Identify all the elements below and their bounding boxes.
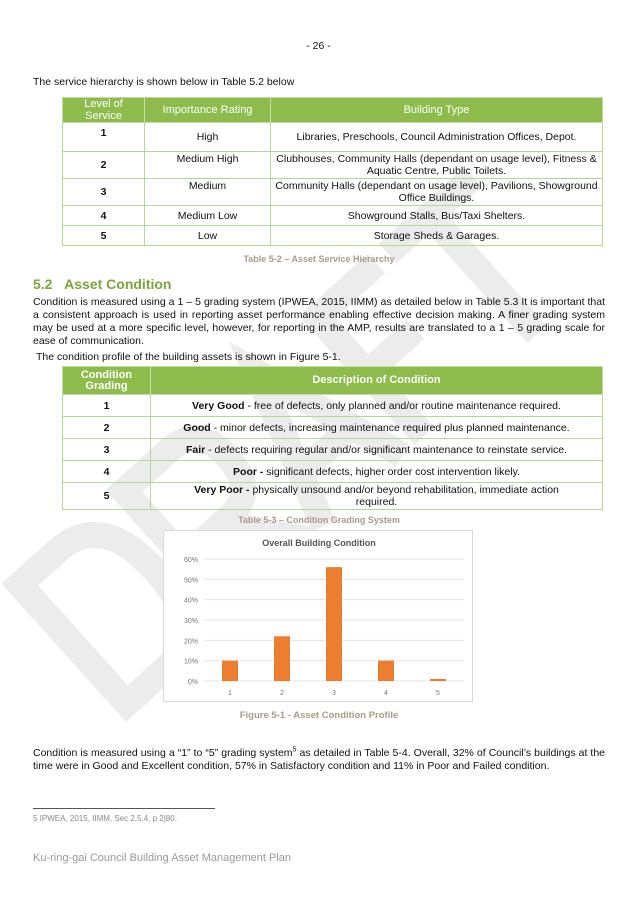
chart-title: Overall Building Condition [262,538,376,548]
footnote-ref[interactable]: 5 [292,746,297,754]
x-tick-label: 1 [228,690,232,697]
bar [430,678,446,681]
paragraph: Condition is measured using a “1” to “5”… [33,747,605,773]
cell: 4 [62,460,151,483]
y-tick-label: 40% [184,598,198,605]
cell: 1 [62,394,151,417]
cell: Very Poor - physically unsound and/or be… [150,482,603,510]
footnote-divider [33,808,215,809]
cell: 5 [62,482,151,510]
header-cell: Building Type [270,97,603,123]
page-content: - 26 - The service hierarchy is shown be… [33,40,605,773]
cell: Clubhouses, Community Halls (dependant o… [270,151,603,179]
grade-label: Good [183,421,211,434]
header-cell: Importance Rating [144,97,271,123]
header-cell: Level of Service [62,97,145,123]
grade-desc: - minor defects, increasing maintenance … [210,421,570,434]
page-footer: Ku-ring-gai Council Building Asset Manag… [33,852,292,864]
cell: 1 [62,122,145,152]
intro-text: The service hierarchy is shown below in … [33,76,295,88]
bar [274,636,290,681]
cell: Medium Low [144,205,271,226]
cell: Showground Stalls, Bus/Taxi Shelters. [270,205,603,226]
cell: High [144,122,271,152]
cell: Medium [144,178,271,206]
section-title: Asset Condition [64,276,172,292]
figure-caption: Figure 5-1 - Asset Condition Profile [239,710,399,721]
cell: Very Good - free of defects, only planne… [150,394,603,417]
cell: Poor - significant defects, higher order… [150,460,603,483]
cell: 5 [62,225,145,246]
cell: Low [144,225,271,246]
paragraph: The condition profile of the building as… [36,351,341,363]
grade-label: Very Poor - [194,484,253,496]
cell: 2 [62,416,151,439]
table-caption: Table 5-2 – Asset Service Hierarchy [243,254,395,264]
y-tick-label: 30% [184,618,198,625]
cell: 4 [62,205,145,226]
cell: Good - minor defects, increasing mainten… [150,416,603,439]
grade-label: Poor - [233,465,267,478]
bar [222,660,238,681]
text: as detailed in Table 5-4. Overall, 32% o… [33,747,605,772]
section-number: 5.2 [33,276,53,292]
grade-desc: - free of defects, only planned and/or r… [244,399,561,412]
grade-label: Very Good [192,399,245,412]
cell: Community Halls (dependant on usage leve… [270,178,603,206]
cell: Libraries, Preschools, Council Administr… [270,122,603,152]
grade-desc: - defects requiring regular and/or signi… [205,443,568,456]
y-tick-label: 0% [188,679,198,686]
y-tick-label: 50% [184,577,198,584]
bar [326,567,342,681]
service-hierarchy-table: Level of Service Importance Rating Build… [62,97,603,246]
x-tick-label: 3 [332,690,336,697]
cell: 3 [62,438,151,461]
section-heading: 5.2 Asset Condition [33,275,605,293]
footnote: 5 IPWEA, 2015, IIMM, Sec 2.5.4, p 2|80. [33,814,177,823]
paragraph: Condition is measured using a 1 – 5 grad… [33,296,605,347]
x-tick-label: 2 [280,690,284,697]
x-tick-label: 5 [436,690,440,697]
grade-desc: physically unsound and/or beyond rehabil… [252,484,559,508]
x-tick-label: 4 [384,690,388,697]
chart-container: Overall Building Condition 0% 10% 20% 30% 40… [163,530,473,702]
cell: Medium High [144,151,271,179]
header-cell: Condition Grading [62,366,151,395]
table-header-row: Level of Service Importance Rating Build… [62,97,603,123]
grade-label: Fair [185,443,206,456]
cell: Fair - defects requiring regular and/or … [150,438,603,461]
table-caption: Table 5-3 – Condition Grading System [238,515,400,525]
y-tick-label: 10% [184,659,198,666]
cell: Storage Sheds & Garages. [270,225,603,246]
header-cell: Description of Condition [150,366,603,395]
grade-desc: significant defects, higher order cost i… [266,465,520,478]
text: Condition is measured using a “1” to “5”… [33,747,293,759]
cell: 3 [62,178,145,206]
bar [378,660,394,681]
y-tick-label: 60% [184,557,198,564]
condition-chart: Overall Building Condition 0% 10% 20% 30% 40… [163,530,473,702]
page-number: - 26 - [306,40,331,52]
y-tick-label: 20% [184,638,198,645]
cell: 2 [62,151,145,179]
